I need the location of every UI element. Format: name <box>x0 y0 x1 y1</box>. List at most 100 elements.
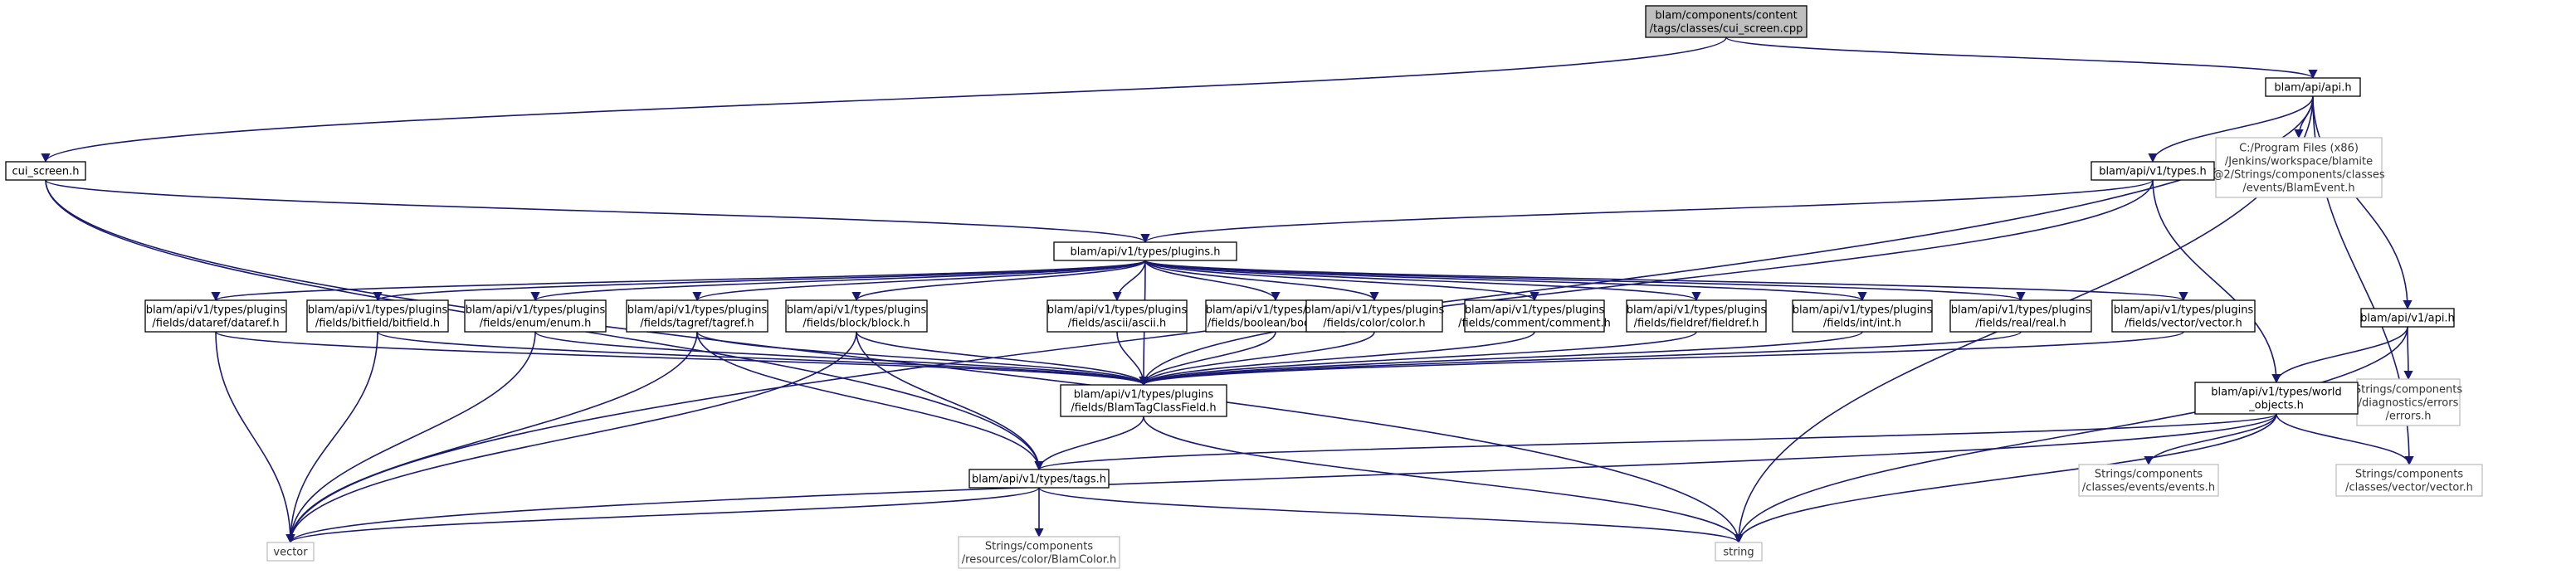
edge-arrow <box>1139 331 1375 387</box>
edge-arrow <box>215 331 1149 387</box>
edge-arrow <box>41 36 1727 163</box>
file-node-vectorh[interactable]: blam/api/v1/types/plugins/fields/vector/… <box>2111 299 2256 333</box>
edge-arrow <box>530 260 1146 302</box>
file-node-label: blam/api/v1/types/plugins <box>787 304 927 317</box>
edge-types-to-plugins <box>1140 179 2154 244</box>
file-node-events: Strings/components/classes/events/events… <box>2078 464 2219 497</box>
file-node-box <box>1060 384 1227 417</box>
file-node-box <box>1645 5 1808 38</box>
edge-arrow <box>285 331 378 544</box>
file-node-v1api[interactable]: blam/api/v1/api.h <box>2360 308 2455 328</box>
edge-plugins-to-real <box>1144 260 2026 302</box>
file-node-comment[interactable]: blam/api/v1/types/plugins/fields/comment… <box>1458 299 1611 333</box>
edge-arrow <box>2144 413 2277 466</box>
file-node-progfiles: C:/Program Files (x86)/Jenkins/workspace… <box>2213 137 2385 198</box>
file-node-cuih[interactable]: cui_screen.h <box>5 161 86 181</box>
edge-arrow <box>1139 331 2022 387</box>
file-node-label: /fields/BlamTagClassField.h <box>1071 402 1216 415</box>
edge-enum-to-vector <box>285 331 536 544</box>
file-node-box <box>1626 299 1767 333</box>
edge-root-to-api <box>1725 36 2318 80</box>
file-node-real[interactable]: blam/api/v1/types/plugins/fields/real/re… <box>1949 299 2092 333</box>
edge-arrow <box>1034 413 2277 471</box>
file-node-label: Strings/components <box>2095 469 2203 481</box>
file-node-tags[interactable]: blam/api/v1/types/tags.h <box>968 469 1110 489</box>
edge-bitfield-to-btcf <box>377 331 1149 387</box>
file-node-label: blam/api/v1/types/plugins <box>466 304 606 317</box>
edge-arrow <box>1144 260 1867 302</box>
file-node-types[interactable]: blam/api/v1/types.h <box>2091 161 2215 181</box>
file-node-int[interactable]: blam/api/v1/types/plugins/fields/int/int… <box>1792 299 1933 333</box>
file-node-tagref[interactable]: blam/api/v1/types/plugins/fields/tagref/… <box>626 299 768 333</box>
file-node-bitfield[interactable]: blam/api/v1/types/plugins/fields/bitfiel… <box>306 299 449 333</box>
edge-arrow <box>1143 416 1744 544</box>
edge-arrow <box>45 179 1150 244</box>
file-node-label: /fields/color/color.h <box>1323 318 1425 330</box>
edge-plugins-to-fieldref <box>1144 260 1701 302</box>
file-node-box <box>1305 299 1443 333</box>
edge-root-to-cuih <box>41 36 1727 163</box>
file-nodes: blam/components/content/tags/classes/cui… <box>5 5 2483 569</box>
file-node-label: vector <box>273 547 308 559</box>
edge-arrow <box>1139 331 1697 387</box>
file-node-errors: Strings/components/diagnostics/errors/er… <box>2354 378 2462 426</box>
file-node-color[interactable]: blam/api/v1/types/plugins/fields/color/c… <box>1305 299 1445 333</box>
edge-arrow <box>1144 260 1701 302</box>
edge-vectorh-to-btcf <box>1139 331 2184 387</box>
edge-tagref-to-btcf <box>696 331 1149 387</box>
edge-tags-to-vector <box>285 487 1040 544</box>
edge-world-to-vector <box>285 413 2277 544</box>
edge-arrow <box>2312 95 2413 310</box>
edge-tagref-to-tags <box>696 331 1044 471</box>
edge-bitfield-to-vector <box>285 331 378 544</box>
edge-arrow <box>1144 260 1539 302</box>
edge-plugins-to-boolean <box>1144 260 1281 302</box>
file-node-btcf[interactable]: blam/api/v1/types/plugins/fields/BlamTag… <box>1060 384 1227 417</box>
file-node-box <box>306 299 449 333</box>
edge-comment-to-btcf <box>1139 331 1535 387</box>
edge-plugins-to-ascii <box>1112 260 1146 302</box>
file-node-enum[interactable]: blam/api/v1/types/plugins/fields/enum/en… <box>464 299 607 333</box>
edge-int-to-btcf <box>1139 331 1863 387</box>
file-node-block[interactable]: blam/api/v1/types/plugins/fields/block/b… <box>785 299 928 333</box>
edge-arrow <box>1139 331 1863 387</box>
edge-arrow <box>285 331 698 544</box>
file-node-box <box>626 299 768 333</box>
file-node-label: blam/api/v1/types/plugins <box>1305 304 1445 317</box>
file-node-root[interactable]: blam/components/content/tags/classes/cui… <box>1645 5 1808 38</box>
edge-arrow <box>1144 260 2188 302</box>
file-node-label: blam/api/v1/types/plugins <box>2114 304 2254 317</box>
file-node-plugins[interactable]: blam/api/v1/types/plugins.h <box>1053 241 1237 261</box>
edge-arrow <box>696 331 1149 387</box>
file-node-label: _objects.h <box>2248 400 2304 412</box>
edge-arrow <box>1734 326 2408 544</box>
file-node-label: blam/api/v1/types/plugins <box>146 304 286 317</box>
edge-plugins-to-tagref <box>692 260 1146 302</box>
file-node-label: Strings/components <box>985 541 1093 553</box>
edge-arrow <box>2152 179 2281 384</box>
edge-types-to-world <box>2152 179 2281 384</box>
file-node-api[interactable]: blam/api/api.h <box>2265 77 2361 97</box>
file-node-world[interactable]: blam/api/v1/types/world_objects.h <box>2194 382 2359 415</box>
file-node-vector: vector <box>266 542 315 562</box>
edge-color-to-btcf <box>1139 331 1375 387</box>
edge-dataref-to-vector <box>215 331 295 544</box>
file-node-label: /fields/ascii/ascii.h <box>1068 318 1167 330</box>
edge-api-to-v1api <box>2312 95 2413 310</box>
edge-arrow <box>856 331 1149 387</box>
file-node-label: /errors.h <box>2386 411 2432 423</box>
edge-tagref-to-vector <box>285 331 698 544</box>
file-node-label: /fields/enum/enum.h <box>480 318 592 330</box>
file-node-box <box>144 299 287 333</box>
edge-api-to-types <box>2148 95 2314 163</box>
file-node-ascii[interactable]: blam/api/v1/types/plugins/fields/ascii/a… <box>1046 299 1188 333</box>
file-node-vec: Strings/components/classes/vector/vector… <box>2335 464 2483 497</box>
file-node-label: /diagnostics/errors <box>2359 397 2459 410</box>
file-node-label: string <box>1723 547 1754 559</box>
file-node-label: /classes/vector/vector.h <box>2345 482 2473 494</box>
file-node-dataref[interactable]: blam/api/v1/types/plugins/fields/dataref… <box>144 299 287 333</box>
file-node-fieldref[interactable]: blam/api/v1/types/plugins/fields/fieldre… <box>1626 299 1767 333</box>
file-node-label: /fields/int/int.h <box>1823 318 1901 330</box>
file-node-box <box>968 469 1110 489</box>
